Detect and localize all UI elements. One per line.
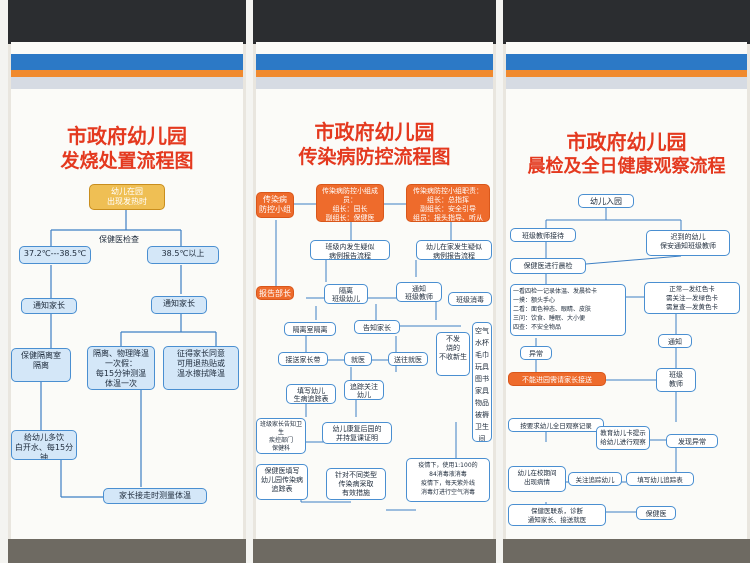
flow-connectors [40, 210, 217, 498]
parent-consent-box: 征得家长同意 可用退热贴或 温水擦拭降温 [163, 346, 239, 390]
group-duties-box: 传染病防控小组职责： 组长：总指挥 副组长：安全引导 组员：报头指导、听从 [406, 184, 490, 222]
no-new-students-box: 不发 烧的 不收新生 [436, 332, 470, 376]
parent-pickup-box: 接送家长带 [278, 352, 328, 366]
watch-child-box: 关注追踪幼儿 [568, 472, 622, 486]
clinic-box: 保健医 [636, 506, 676, 520]
late-child-box: 迟到的幼儿 保安通知班级教师 [646, 230, 730, 256]
child-arrival-box: 幼儿入园 [578, 194, 634, 208]
high-fever-range: 38.5℃以上 [147, 246, 219, 264]
disinfect-items-box: 空气 水杯 毛巾 玩具 图书 家具 物品 被褥 卫生间 [472, 322, 492, 442]
isolation-observe-box: 隔离室隔离 [284, 322, 336, 336]
header-band-blue [11, 54, 243, 70]
low-fever-range: 37.2℃---38.5℃ [19, 246, 91, 264]
poster-board: 市政府幼儿园 晨检及全日健康观察流程 [506, 42, 747, 541]
notify-parent-b: 通知家长 [151, 296, 207, 314]
floor-background [253, 539, 496, 563]
group-members-box: 传染病防控小组成员： 组长：园长 副组长：保健医 组员：主班、班长 [316, 184, 384, 222]
hospital-box: 就医 [344, 352, 372, 366]
poster-subtitle: 晨检及全日健康观察流程 [527, 156, 726, 177]
floor-background [503, 539, 750, 563]
wall-background [503, 0, 750, 44]
pickup-measure-box: 家长接走时测量体温 [103, 488, 207, 504]
health-dept-box: 班级家长告知卫生 疾控部门 保健科 [256, 418, 306, 454]
class-teacher-box: 班级 教师 [656, 368, 696, 392]
poster-board: 市政府幼儿园 传染病防控流程图 [256, 42, 493, 541]
morning-check-box: 保健医进行晨检 [510, 258, 586, 274]
no-entry-box: 不能进园需请家长接送 [508, 372, 606, 386]
floor-background [8, 539, 246, 563]
notify-box: 通知 [658, 334, 692, 348]
header-band-grey [256, 77, 493, 89]
home-case-report-box: 幼儿在家发生疑似 病例报告流程 [416, 240, 492, 260]
class-case-report-box: 班级内发生疑似 病例报告流程 [310, 240, 390, 260]
return-certificate-box: 幼儿康复后园的 并持复课证明 [322, 422, 392, 444]
tracking-form-box: 保健医填写 幼儿园传染病 追踪表 [256, 464, 308, 500]
wall-background [8, 0, 246, 44]
physical-cooling-box: 隔离、物理降温 一次假： 每15分钟测温 体温一次 [87, 346, 155, 390]
poster-fever-panel: 市政府幼儿园 发烧处置流程图 幼儿在园 出现发热时 保 [8, 0, 246, 563]
check-steps-box: 一看四检一记录体温、发晨检卡 一摸：额头手心 二看：面色神态、眼睛、皮肤 三问：… [510, 284, 626, 336]
doctor-contact-box: 保健医联系，诊断 通知家长、接送就医 [508, 504, 606, 526]
header-band-grey [506, 77, 747, 89]
poster-infection-panel: 市政府幼儿园 传染病防控流程图 [253, 0, 496, 563]
poster-title: 市政府幼儿园 [314, 120, 435, 144]
follow-up-box: 追踪关注 幼儿 [344, 380, 384, 400]
illness-form-box: 填写幼儿 生病追踪表 [286, 384, 336, 404]
poster-title: 市政府幼儿园 [566, 130, 687, 154]
tell-parent-box: 告知家长 [354, 320, 400, 334]
abnormal-box: 异常 [520, 346, 552, 360]
daily-observe-box: 按要求幼儿全日观察记录 [508, 418, 604, 432]
header-band-blue [256, 54, 493, 70]
isolation-room-box: 保健隔离室 隔离 [11, 348, 71, 382]
send-hospital-box: 送往就医 [388, 352, 428, 366]
flow-connectors [535, 208, 682, 513]
wall-background [253, 0, 496, 44]
poster-subtitle: 传染病防控流程图 [298, 146, 451, 168]
poster-title: 市政府幼儿园 [67, 124, 187, 148]
header-band-orange [256, 70, 493, 77]
card-color-box: 正常—发红色卡 需关注—发绿色卡 需复查—发黄色卡 [644, 282, 740, 314]
header-band-orange [506, 70, 747, 77]
notify-teacher-box: 通知 班级教师 [396, 282, 442, 302]
doctor-check-label: 保健医检查 [99, 235, 139, 244]
notify-parent-a: 通知家长 [21, 298, 77, 314]
teacher-greeting-box: 班级教师接待 [510, 228, 576, 242]
child-ill-box: 幼儿在校期间 出现病情 [508, 466, 566, 492]
disinfect-detail-box: 疫情下，使用1:100的 84消毒液消毒 疫情下，每天紫外线 消毒灯进行空气消毒 [406, 458, 490, 502]
header-band-blue [506, 54, 747, 70]
isolate-class-child-box: 隔离 班级幼儿 [324, 284, 368, 304]
poster-board: 市政府幼儿园 发烧处置流程图 幼儿在园 出现发热时 保 [11, 42, 243, 541]
poster-morning-check-panel: 市政府幼儿园 晨检及全日健康观察流程 [503, 0, 750, 563]
fever-start-box: 幼儿在园 出现发热时 [89, 184, 165, 210]
control-group-box: 传染病 防控小组 [256, 192, 294, 218]
track-table-box: 填写幼儿追踪表 [626, 472, 694, 486]
measures-box: 针对不同类型 传染病采取 有效措施 [326, 468, 386, 500]
drink-water-box: 给幼儿多饮 白开水、每15分钟 测量体温 [11, 430, 77, 460]
card-reminder-box: 教育幼儿卡提示 给幼儿进行观察 [596, 426, 650, 450]
header-band-orange [11, 70, 243, 77]
found-abnormal-box: 发现异常 [666, 434, 718, 448]
header-band-grey [11, 77, 243, 89]
class-disinfect-box: 班级消毒 [448, 292, 492, 306]
poster-subtitle: 发烧处置流程图 [60, 150, 194, 172]
report-tag-box: 报告部长 [256, 286, 294, 300]
